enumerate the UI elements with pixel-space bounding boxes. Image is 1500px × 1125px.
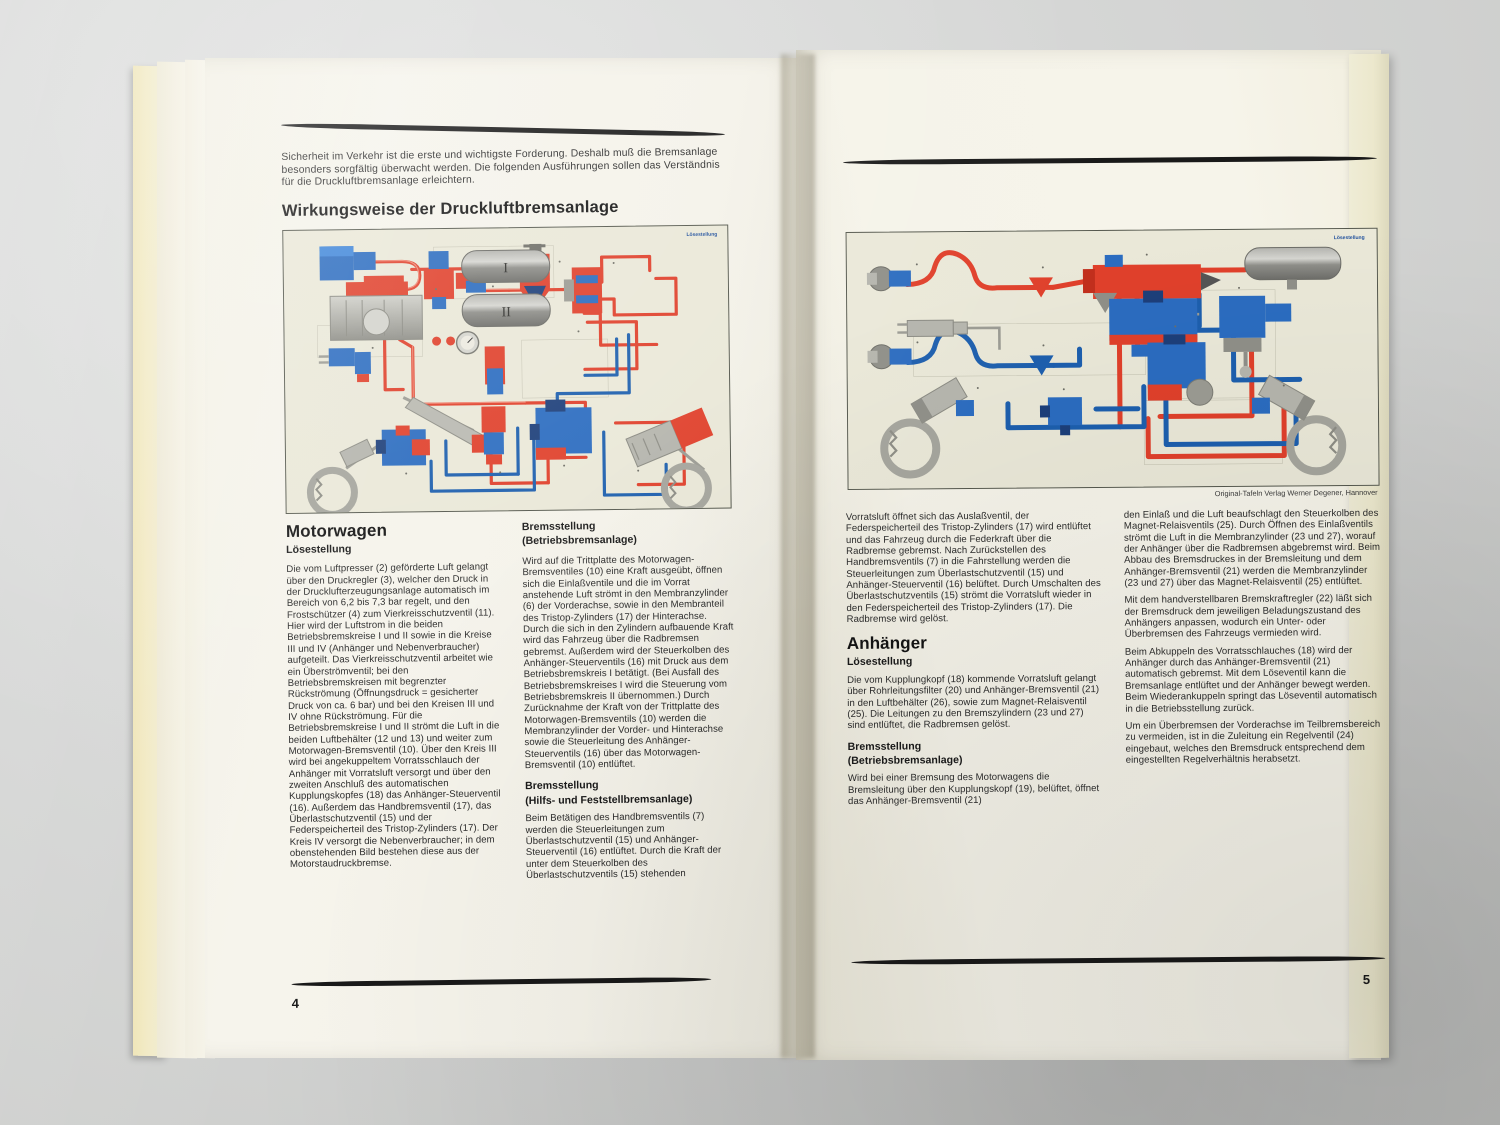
left-page-number: 4 [291,995,299,1011]
subtitle-bremsstellung-hilfs-1: Bremsstellung [524,779,599,793]
subtitle-anhaenger-loesestellung: Lösestellung [846,655,913,669]
anhaenger-diagram-svg [846,228,1379,489]
subtitle-anhaenger-bremsstellung-2: (Betriebsbremsanlage) [847,754,963,767]
subtitle-bremsstellung-betriebs-1: Bremsstellung [521,520,596,534]
printed-content: Sicherheit im Verkehr ist die erste und … [133,50,1388,1070]
motorwagen-diagram-state-label: Lösestellung [686,231,718,239]
left-page-intro-text: Sicherheit im Verkehr ist die erste und … [281,146,720,189]
motorwagen-diagram: I II [282,224,732,514]
anhaenger-diagram: Lösestellung [845,227,1380,490]
paragraph-motorwagen-loesestellung: Die vom Luftpresser (2) geförderte Luft … [286,561,501,871]
left-page-top-rule [281,122,726,137]
paragraph-regelventil: Um ein Überbremsen der Vorderachse im Te… [1125,718,1381,766]
subtitle-loesestellung: Lösestellung [286,543,352,556]
right-page: Lösestellung Original-Tafeln Verlag Wern… [843,155,1390,1020]
right-leaf [796,50,1381,1060]
subtitle-anhaenger-bremsstellung-1: Bremsstellung [847,739,922,753]
right-page-top-rule [843,155,1378,165]
open-book: Sicherheit im Verkehr ist die erste und … [133,50,1389,1070]
subtitle-bremsstellung-hilfs-2: (Hilfs- und Feststellbremsanlage) [525,792,693,807]
book-gutter [781,54,815,1058]
left-page-heading: Wirkungsweise der Druckluftbremsanlage [281,197,619,220]
motorwagen-diagram-svg: I II [283,225,731,514]
paragraph-anhaenger-bremsstellung: Wird bei einer Bremsung des Motorwagens … [847,771,1100,808]
paragraph-bremsstellung-betriebs: Wird auf die Trittplatte des Motorwagen-… [522,553,734,772]
column-anhaenger-continued: den Einlaß und die Luft beaufschlagt den… [1124,508,1382,766]
svg-text:II: II [501,305,511,320]
column-anhaenger: Vorratsluft öffnet sich das Auslaßventil… [846,510,1104,807]
section-title-anhaenger: Anhänger [846,633,928,654]
column-bremsstellung: Bremsstellung (Betriebsbremsanlage) Wird… [522,516,738,881]
paragraph-abkuppeln: Beim Abkuppeln des Vorratsschlauches (18… [1124,644,1378,715]
column-motorwagen: Motorwagen Lösestellung Die vom Luftpres… [285,519,502,871]
paragraph-anhaenger-loesestellung: Die vom Kupplungkopf (18) kommende Vorra… [847,672,1100,732]
left-page: Sicherheit im Verkehr ist die erste und … [281,122,740,1011]
right-page-columns: Vorratsluft öffnet sich das Auslaßventil… [846,508,1386,807]
left-page-bottom-rule [291,976,712,987]
right-page-number: 5 [1362,971,1371,987]
paragraph-continued-hilfsbremse: Vorratsluft öffnet sich das Auslaßventil… [845,510,1101,626]
svg-text:I: I [503,261,508,276]
paragraph-bremsstellung-hilfs: Beim Betätigen des Handbremsventils (7) … [525,811,722,881]
anhaenger-diagram-state-label: Lösestellung [1333,234,1365,242]
right-page-bottom-rule [851,955,1386,965]
section-title-motorwagen: Motorwagen [285,520,388,541]
paragraph-bremskraftregler: Mit dem handverstellbaren Bremskraftregl… [1124,593,1373,641]
figure-source-caption: Original-Tafeln Verlag Werner Degener, H… [1214,487,1378,499]
subtitle-bremsstellung-betriebs-2: (Betriebsbremsanlage) [521,534,637,548]
left-page-columns: Motorwagen Lösestellung Die vom Luftpres… [286,516,734,881]
paragraph-relaisventil: den Einlaß und die Luft beaufschlagt den… [1123,507,1381,589]
